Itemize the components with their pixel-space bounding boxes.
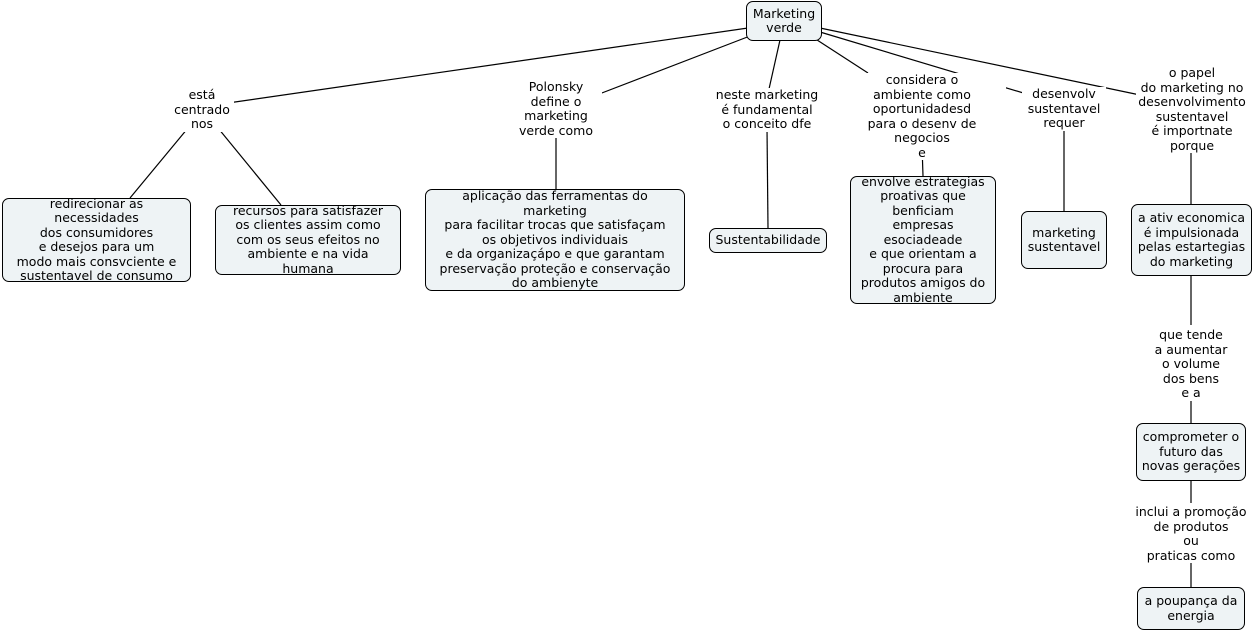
root-concept[interactable]: Marketing verde (746, 1, 822, 41)
concept-redirecionar[interactable]: redirecionar as necessidades dos consumi… (2, 196, 191, 283)
concept-envolve[interactable]: envolve estrategias proativas que benfic… (850, 174, 996, 305)
link-label-centrado: está centrado nos (170, 87, 234, 132)
link-label-papel: o papel do marketing no desenvolvimento … (1136, 65, 1248, 153)
link-label-neste: neste marketing é fundamental o conceito… (712, 87, 822, 132)
link-label-tende: que tende a aumentar o volume dos bens e… (1148, 327, 1234, 401)
concept-recursos[interactable]: recursos para satisfazer os clientes ass… (215, 203, 401, 276)
concept-poupanca[interactable]: a poupança da energia (1137, 587, 1245, 630)
link-label-polonsky: Polonsky define o marketing verde como (510, 79, 602, 138)
concept-marketing-sustentavel[interactable]: marketing sustentavel (1021, 211, 1107, 269)
concept-sustentabilidade[interactable]: Sustentabilidade (709, 228, 827, 253)
concept-comprometer[interactable]: comprometer o futuro das novas gerações (1136, 423, 1246, 481)
concept-aplicacao[interactable]: aplicação das ferramentas do marketing p… (425, 189, 685, 291)
concept-ativ-economica[interactable]: a ativ economica é impulsionada pelas es… (1131, 204, 1252, 276)
link-label-considera: considera o ambiente como oportunidadesd… (838, 72, 1006, 160)
link-label-inclui: inclui a promoção de produtos ou pratica… (1130, 504, 1252, 563)
link-label-desenvolv: desenvolv sustentavel requer (1022, 86, 1106, 131)
